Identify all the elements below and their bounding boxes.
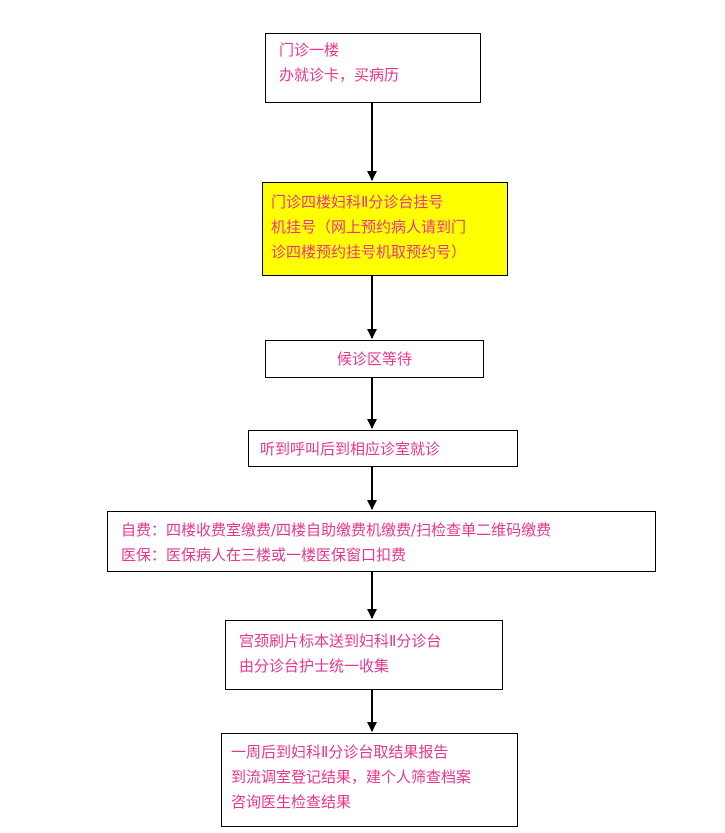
step-specimen-submission: 宫颈刷片标本送到妇科Ⅱ分诊台 由分诊台护士统一收集 — [225, 620, 503, 690]
step6-line1: 宫颈刷片标本送到妇科Ⅱ分诊台 — [239, 632, 442, 650]
step5-line1: 自费：四楼收费室缴费/四楼自助缴费机缴费/扫检查单二维码缴费 — [121, 521, 552, 539]
step1-line2: 办就诊卡，买病历 — [279, 66, 400, 84]
step7-line3: 咨询医生检查结果 — [231, 793, 352, 811]
step-registration: 门诊四楼妇科Ⅱ分诊台挂号 机挂号（网上预约病人请到门 诊四楼预约挂号机取预约号） — [262, 182, 508, 276]
step2-line1: 门诊四楼妇科Ⅱ分诊台挂号 — [271, 193, 444, 211]
step4-line1: 听到呼叫后到相应诊室就诊 — [260, 440, 441, 458]
step7-line1: 一周后到妇科Ⅱ分诊台取结果报告 — [231, 743, 449, 761]
step-consultation: 听到呼叫后到相应诊室就诊 — [248, 430, 518, 467]
step5-line2: 医保：医保病人在三楼或一楼医保窗口扣费 — [121, 546, 407, 564]
step3-line1: 候诊区等待 — [336, 350, 412, 368]
step-results: 一周后到妇科Ⅱ分诊台取结果报告 到流调室登记结果，建个人筛查档案 咨询医生检查结… — [221, 733, 518, 827]
step-payment: 自费：四楼收费室缴费/四楼自助缴费机缴费/扫检查单二维码缴费 医保：医保病人在三… — [107, 511, 656, 572]
step-waiting-area: 候诊区等待 — [265, 340, 484, 378]
step7-line2: 到流调室登记结果，建个人筛查档案 — [231, 768, 472, 786]
step-outpatient-first-floor: 门诊一楼 办就诊卡，买病历 — [265, 33, 481, 103]
step2-line2: 机挂号（网上预约病人请到门 — [271, 218, 467, 236]
step6-line2: 由分诊台护士统一收集 — [239, 657, 390, 675]
step2-line3: 诊四楼预约挂号机取预约号） — [271, 243, 467, 261]
step1-line1: 门诊一楼 — [279, 41, 340, 59]
